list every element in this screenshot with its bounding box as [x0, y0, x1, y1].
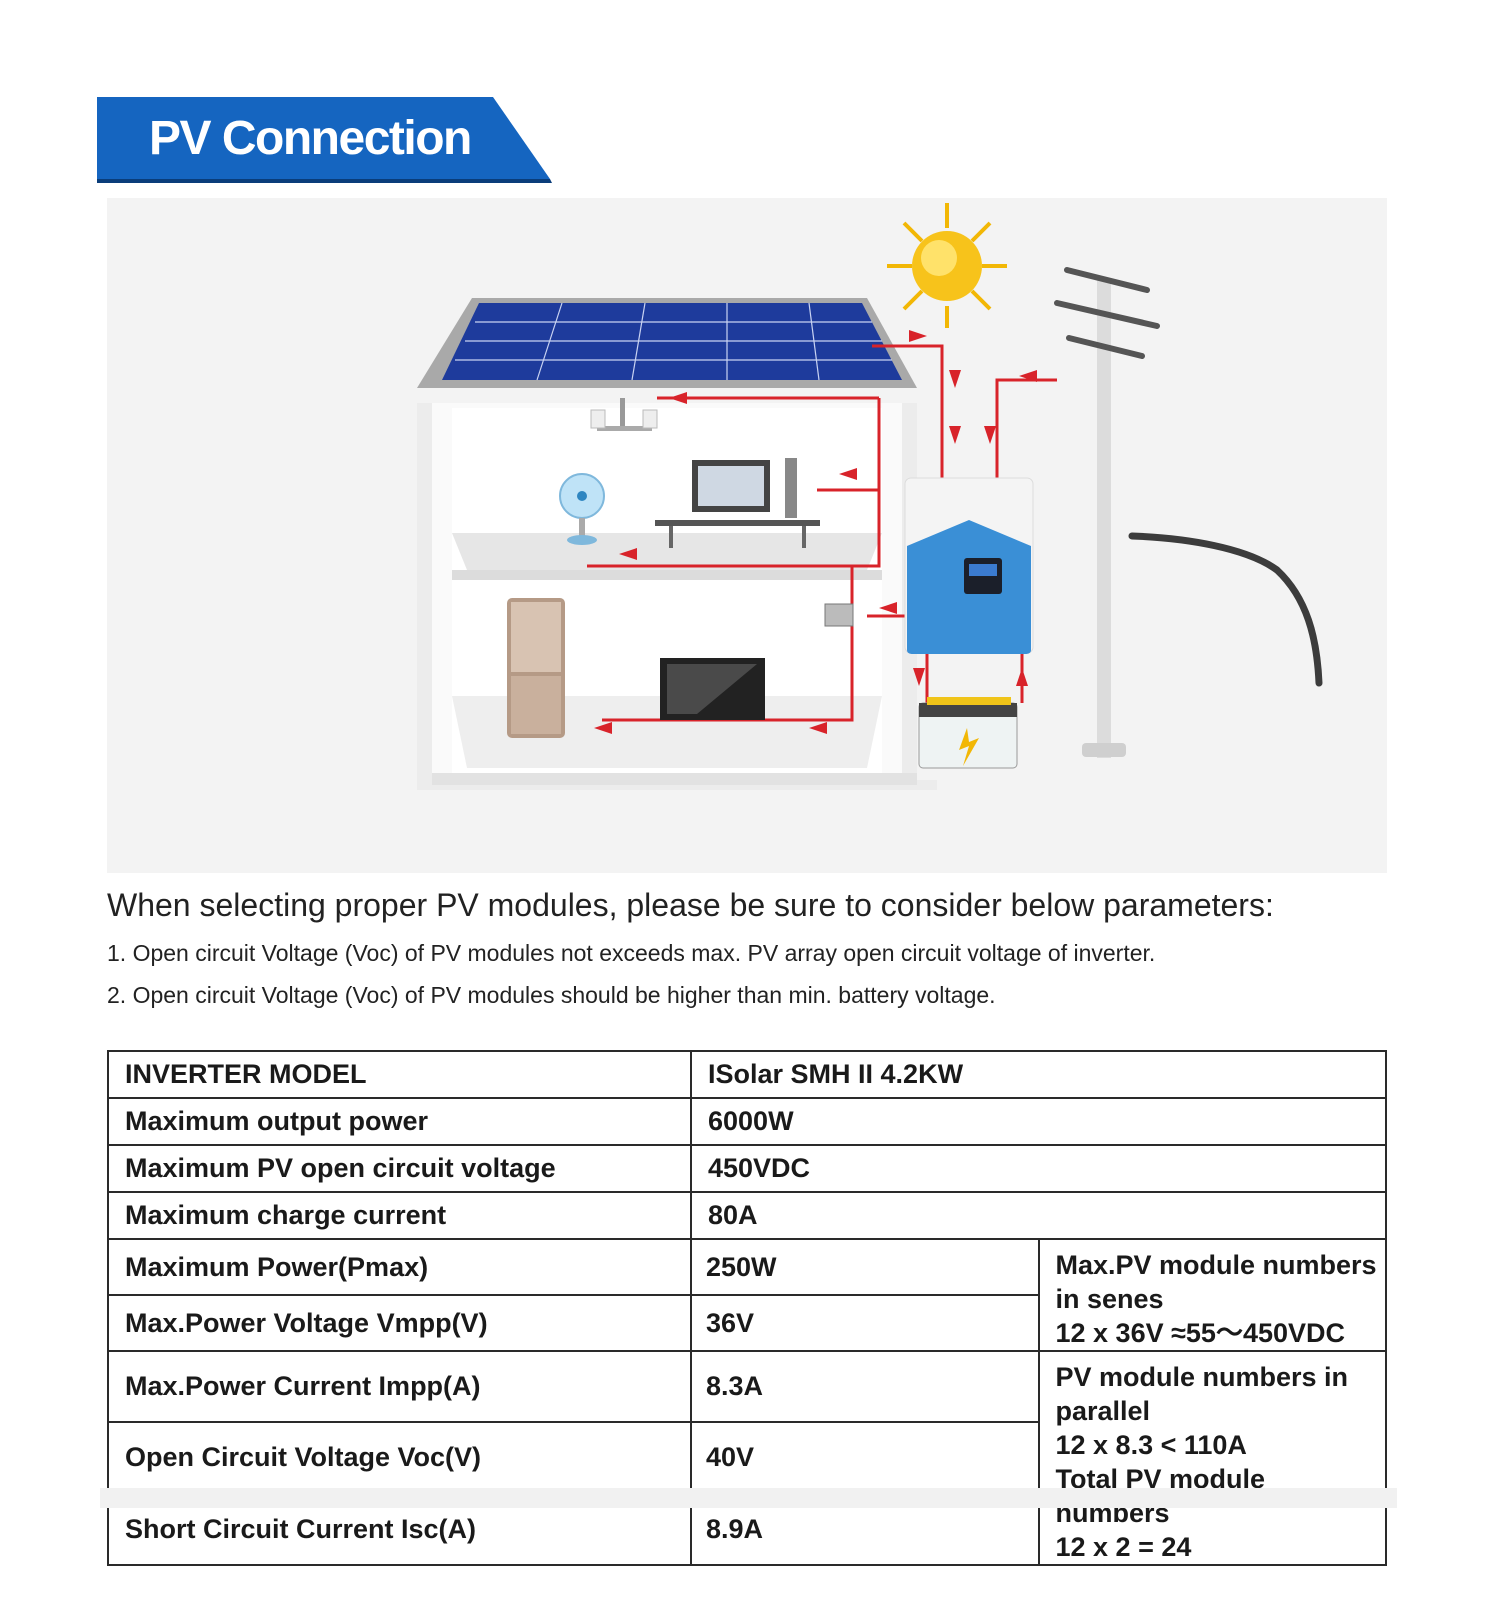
- table-row: Maximum Power(Pmax) 250W Max.PV module n…: [107, 1238, 1387, 1352]
- series-note-cell: Max.PV module numbers in senes 12 x 36V …: [1037, 1238, 1387, 1352]
- row-value: 80A: [690, 1191, 1387, 1240]
- solar-panel-icon: [417, 298, 917, 388]
- row-value: 450VDC: [690, 1144, 1387, 1193]
- parallel-note-line1: PV module numbers in parallel: [1055, 1362, 1349, 1426]
- row-label: Maximum output power: [107, 1097, 692, 1146]
- battery-icon: [918, 697, 1018, 769]
- house-icon: [417, 403, 937, 790]
- computer-icon: [655, 458, 820, 548]
- row-value: 250W: [690, 1238, 1040, 1296]
- row-value: 6000W: [690, 1097, 1387, 1146]
- series-note-line2: 12 x 36V ≈55～450VDC: [1055, 1318, 1346, 1348]
- row-label: Max.Power Voltage Vmpp(V): [107, 1294, 692, 1352]
- table-row: Open Circuit Voltage Voc(V) 40V: [107, 1421, 1386, 1495]
- page-title: PV Connection: [149, 112, 472, 165]
- flow-arrows: [594, 330, 1037, 734]
- note-1: 1. Open circuit Voltage (Voc) of PV modu…: [107, 940, 1156, 966]
- note-2: 2. Open circuit Voltage (Voc) of PV modu…: [107, 982, 996, 1008]
- section-banner: PV Connection: [97, 97, 562, 184]
- row-value: 8.3A: [690, 1349, 1040, 1424]
- parallel-note-line2: 12 x 8.3 < 110A: [1055, 1430, 1247, 1460]
- banner-shape: [97, 97, 552, 183]
- row-label: Maximum PV open circuit voltage: [107, 1144, 692, 1193]
- parallel-note-cell: PV module numbers in parallel 12 x 8.3 <…: [1037, 1350, 1387, 1566]
- row-value: ISolar SMH II 4.2KW: [690, 1050, 1387, 1099]
- row-label: Open Circuit Voltage Voc(V): [107, 1421, 692, 1495]
- footer-band: [100, 1488, 1397, 1508]
- table-row: Maximum PV open circuit voltage 450VDC: [107, 1144, 1387, 1193]
- spec-table: INVERTER MODEL ISolar SMH II 4.2KW Maxim…: [107, 1050, 1387, 1567]
- parallel-note-line4: 12 x 2 = 24: [1055, 1532, 1192, 1562]
- breaker-icon: [824, 603, 854, 627]
- diagram-svg: [417, 203, 1323, 790]
- row-label: Maximum charge current: [107, 1191, 692, 1240]
- row-value: 40V: [690, 1421, 1040, 1495]
- pv-connection-diagram: [107, 198, 1387, 873]
- row-value: 36V: [690, 1294, 1040, 1352]
- sun-icon: [887, 203, 1007, 328]
- cable-icon: [1128, 532, 1323, 687]
- row-label: Maximum Power(Pmax): [107, 1238, 692, 1296]
- refrigerator-icon: [507, 598, 565, 738]
- table-row: Max.Power Current Impp(A) 8.3A PV module…: [107, 1349, 1387, 1566]
- inverter-icon: [904, 477, 1034, 654]
- series-note-line1: Max.PV module numbers in senes: [1055, 1250, 1377, 1314]
- table-row: Maximum charge current 80A: [107, 1191, 1387, 1240]
- row-label: Max.Power Current Impp(A): [107, 1349, 692, 1424]
- table-row: Max.Power Voltage Vmpp(V) 36V: [107, 1294, 1386, 1352]
- row-label: INVERTER MODEL: [107, 1050, 692, 1099]
- intro-text: When selecting proper PV modules, please…: [107, 887, 1274, 923]
- lamp-icon: [590, 398, 658, 431]
- tv-icon: [660, 658, 765, 720]
- utility-pole-icon: [1054, 267, 1160, 758]
- table-row: Maximum output power 6000W: [107, 1097, 1387, 1146]
- table-row: INVERTER MODEL ISolar SMH II 4.2KW: [107, 1050, 1387, 1099]
- fan-icon: [559, 473, 605, 545]
